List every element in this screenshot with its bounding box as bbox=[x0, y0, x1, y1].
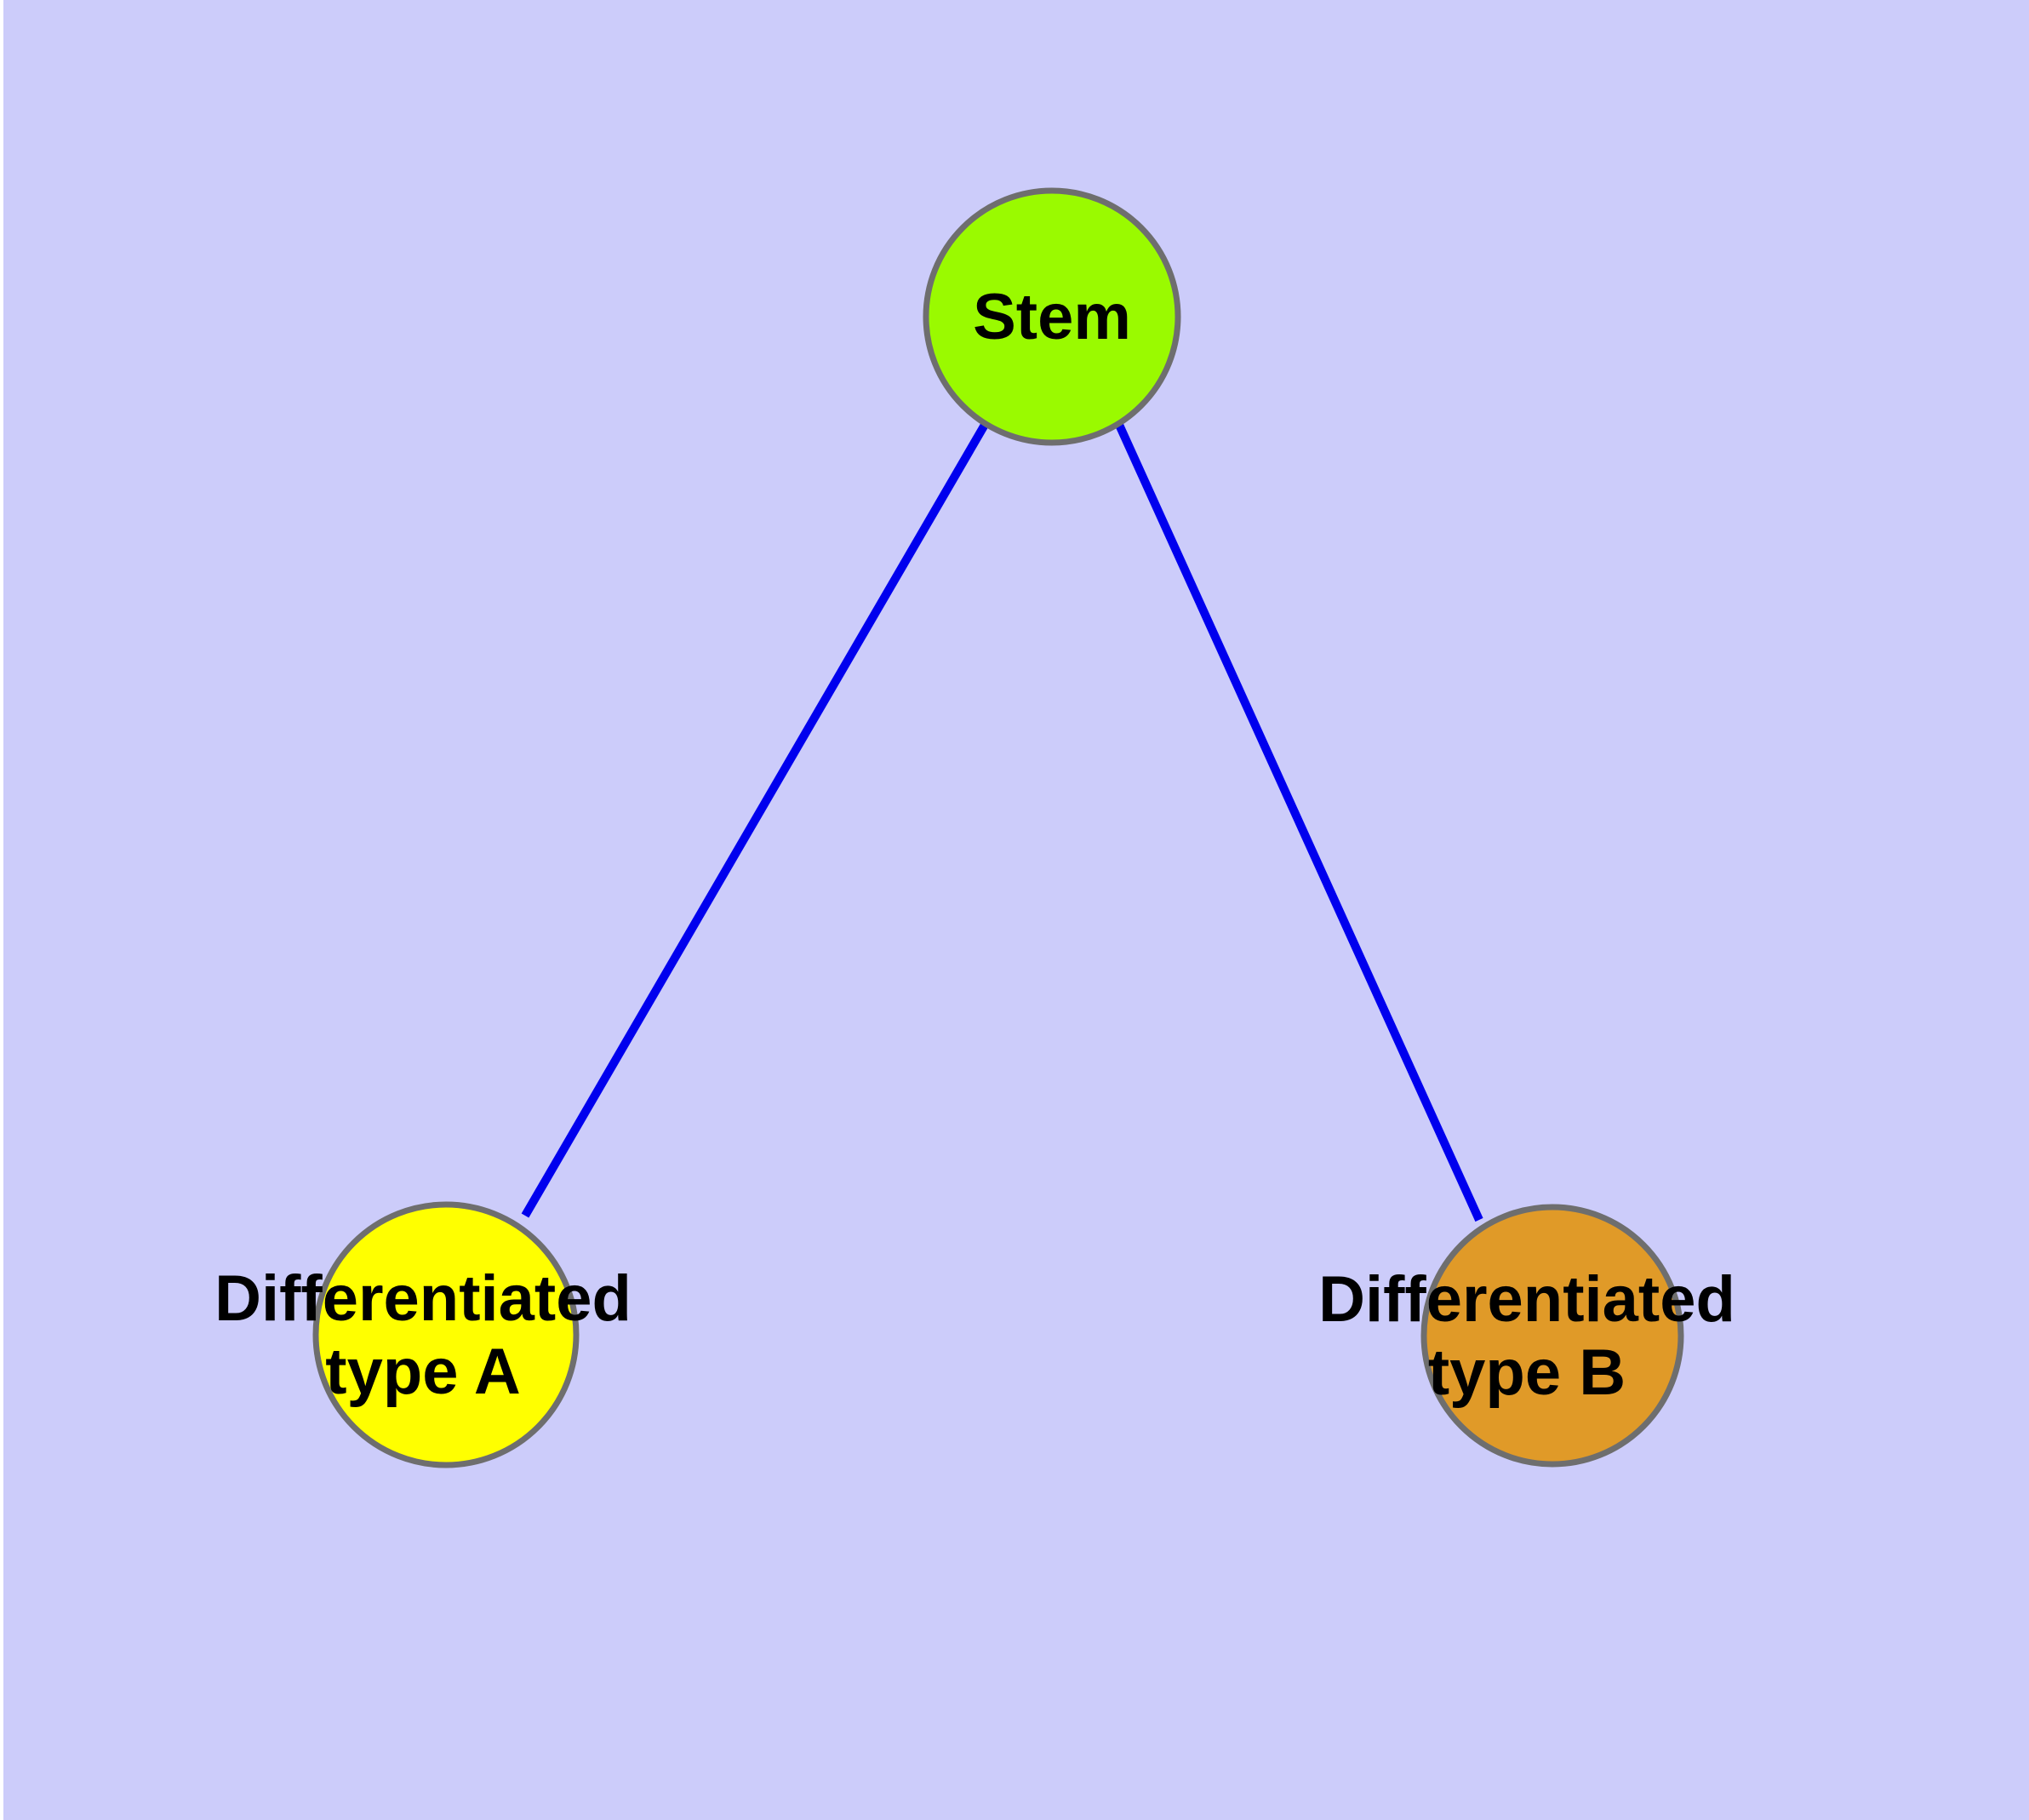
edge-stem-to-differentiated-type-a[interactable] bbox=[521, 422, 989, 1218]
node-label-line: type A bbox=[325, 1336, 520, 1408]
node-differentiated-type-a-circle[interactable] bbox=[312, 1201, 580, 1468]
node-stem-label: Stem bbox=[973, 281, 1131, 353]
node-label-line: Differentiated bbox=[214, 1262, 632, 1335]
node-stem-circle[interactable] bbox=[923, 187, 1181, 446]
node-label-line: Stem bbox=[973, 281, 1131, 353]
edges-layer bbox=[521, 422, 1483, 1222]
edge-stem-to-differentiated-type-b[interactable] bbox=[1115, 422, 1483, 1222]
node-label-line: Differentiated bbox=[1318, 1263, 1735, 1336]
nodes-layer bbox=[312, 187, 1684, 1468]
node-label-line: type B bbox=[1428, 1336, 1626, 1409]
node-differentiated-type-b-circle[interactable] bbox=[1420, 1204, 1684, 1468]
